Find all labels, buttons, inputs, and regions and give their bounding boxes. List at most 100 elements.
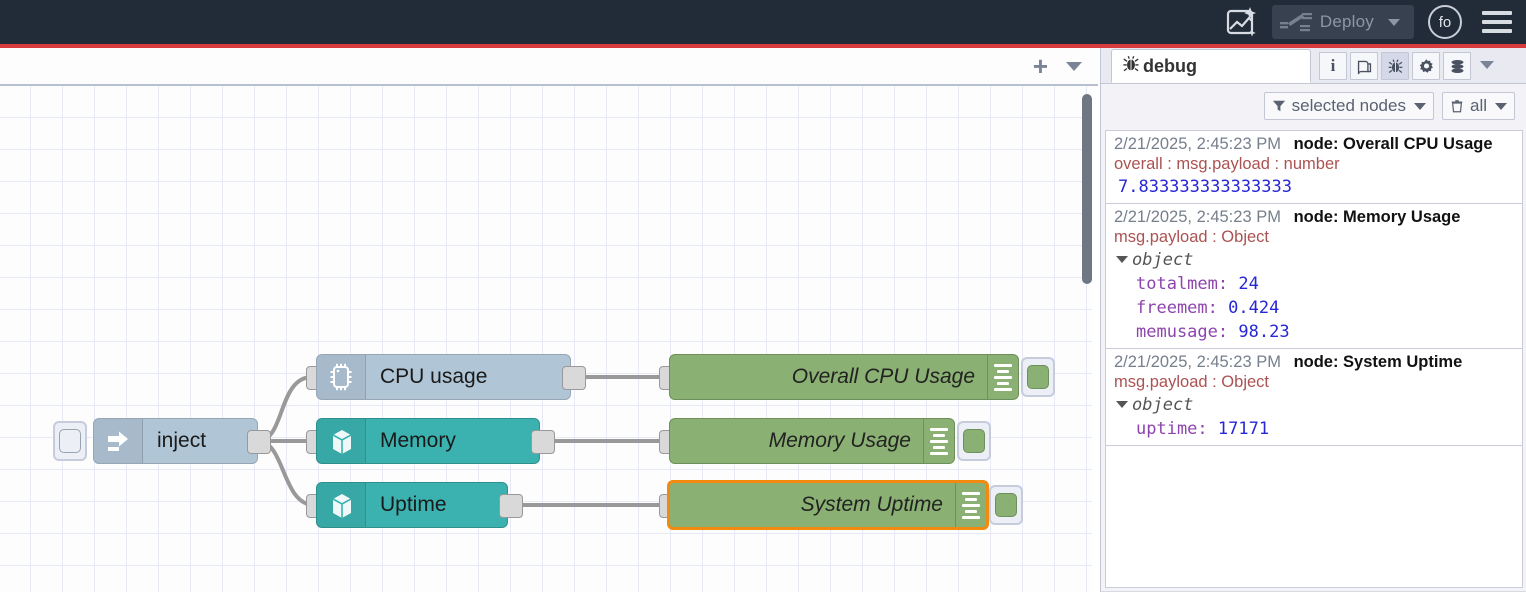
- node-label: CPU usage: [380, 365, 488, 388]
- node-uptime[interactable]: Uptime: [316, 482, 508, 528]
- debug-message[interactable]: 2/21/2025, 2:45:23 PM node: Overall CPU …: [1106, 131, 1522, 204]
- debug-message-header: 2/21/2025, 2:45:23 PM node: Overall CPU …: [1114, 135, 1516, 154]
- hamburger-line: [1482, 11, 1512, 15]
- cpu-chip-icon: [317, 355, 366, 399]
- header-accent-bar: [0, 44, 1526, 48]
- node-debug-overall-cpu-usage[interactable]: Overall CPU Usage: [669, 354, 1019, 400]
- debug-message-node: node: Memory Usage: [1293, 208, 1461, 226]
- node-cpu-usage[interactable]: CPU usage: [316, 354, 571, 400]
- output-port[interactable]: [247, 430, 271, 454]
- triangle-down-icon[interactable]: [1116, 256, 1128, 263]
- canvas-scrollbar-thumb[interactable]: [1082, 94, 1092, 284]
- debug-message-header: 2/21/2025, 2:45:23 PM node: System Uptim…: [1114, 353, 1516, 372]
- node-debug-system-uptime[interactable]: System Uptime: [667, 480, 989, 530]
- chevron-down-icon[interactable]: [1495, 102, 1507, 110]
- output-port[interactable]: [531, 430, 555, 454]
- trash-icon: [1450, 99, 1464, 114]
- chevron-down-icon[interactable]: [1066, 61, 1082, 71]
- debug-toggle-button[interactable]: [1021, 357, 1055, 397]
- debug-message-header: 2/21/2025, 2:45:23 PM node: Memory Usage: [1114, 208, 1516, 227]
- debug-toggle-button[interactable]: [957, 421, 991, 461]
- debug-message-value: 7.833333333333333: [1118, 177, 1292, 197]
- flow-canvas[interactable]: inject: [0, 86, 1098, 592]
- debug-lines-icon: [923, 419, 954, 463]
- inject-trigger-button[interactable]: [53, 421, 87, 461]
- node-inject[interactable]: inject: [93, 418, 258, 464]
- filter-selected-nodes-button[interactable]: selected nodes: [1263, 92, 1434, 120]
- node-label: Memory Usage: [768, 429, 911, 452]
- bug-icon[interactable]: [1381, 52, 1409, 80]
- chevron-down-icon[interactable]: [1480, 61, 1494, 69]
- debug-message[interactable]: 2/21/2025, 2:45:23 PM node: System Uptim…: [1106, 349, 1522, 446]
- tab-debug-label: debug: [1143, 55, 1197, 76]
- object-property-row: freemem: 0.424: [1136, 298, 1280, 318]
- node-label: Overall CPU Usage: [791, 365, 975, 388]
- debug-toggle-inner: [995, 493, 1017, 517]
- library-icon[interactable]: [1350, 52, 1378, 80]
- debug-message[interactable]: 2/21/2025, 2:45:23 PM node: Memory Usage…: [1106, 204, 1522, 349]
- hamburger-line: [1482, 20, 1512, 24]
- object-label: object: [1132, 395, 1194, 415]
- output-port[interactable]: [499, 494, 523, 518]
- tab-debug[interactable]: debug: [1111, 49, 1311, 83]
- object-label: object: [1132, 250, 1194, 270]
- object-property-row: memusage: 98.23: [1136, 322, 1290, 342]
- object-value: 17171: [1217, 419, 1270, 439]
- image-sparkle-icon[interactable]: [1222, 5, 1262, 39]
- add-flow-button[interactable]: +: [1032, 51, 1048, 81]
- object-key: freemem: [1136, 298, 1208, 318]
- object-value: 98.23: [1238, 322, 1290, 342]
- object-key: totalmem: [1136, 274, 1218, 294]
- inject-button-inner: [59, 429, 81, 453]
- sidebar: debug i: [1100, 48, 1526, 592]
- object-expander[interactable]: object: [1116, 395, 1516, 415]
- funnel-icon: [1272, 99, 1286, 113]
- node-memory[interactable]: Memory: [316, 418, 540, 464]
- avatar[interactable]: fo: [1428, 5, 1462, 39]
- object-expander[interactable]: object: [1116, 250, 1516, 270]
- triangle-down-icon[interactable]: [1116, 401, 1128, 408]
- object-key: uptime: [1136, 419, 1198, 439]
- gear-icon[interactable]: [1412, 52, 1440, 80]
- workspace: +: [0, 48, 1098, 592]
- clear-all-label: all: [1469, 96, 1487, 115]
- object-value: 24: [1238, 274, 1259, 294]
- info-icon[interactable]: i: [1319, 52, 1347, 80]
- debug-message-node: node: System Uptime: [1293, 353, 1463, 371]
- clear-all-button[interactable]: all: [1441, 92, 1515, 120]
- server-box-icon: [317, 419, 366, 463]
- chevron-down-icon[interactable]: [1413, 102, 1426, 110]
- node-debug-memory-usage[interactable]: Memory Usage: [669, 418, 955, 464]
- context-data-icon[interactable]: [1443, 52, 1471, 80]
- debug-message-time: 2/21/2025, 2:45:23 PM: [1114, 135, 1281, 153]
- object-value: 0.424: [1228, 298, 1280, 318]
- debug-toggle-button[interactable]: [989, 485, 1023, 525]
- node-label: Memory: [380, 429, 456, 452]
- bug-icon: [1122, 55, 1140, 78]
- sidebar-tab-row: debug i: [1101, 48, 1526, 84]
- output-port[interactable]: [562, 366, 586, 390]
- top-header-bar: Deploy fo: [0, 0, 1526, 44]
- debug-lines-icon: [987, 355, 1018, 399]
- filter-selected-nodes-label: selected nodes: [1291, 96, 1406, 115]
- node-label: System Uptime: [800, 493, 943, 516]
- chevron-down-icon[interactable]: [1388, 18, 1400, 26]
- canvas-right-gutter: [1092, 86, 1098, 592]
- deploy-button[interactable]: Deploy: [1271, 5, 1414, 39]
- sidebar-icon-group: i: [1319, 52, 1494, 80]
- object-property-row: uptime: 17171: [1136, 419, 1270, 439]
- object-key: memusage: [1136, 322, 1218, 342]
- hamburger-menu-icon[interactable]: [1482, 9, 1512, 35]
- hamburger-line: [1482, 29, 1512, 33]
- debug-message-node: node: Overall CPU Usage: [1293, 135, 1493, 153]
- debug-filter-row: selected nodes all: [1101, 84, 1526, 128]
- object-property-row: totalmem: 24: [1136, 274, 1259, 294]
- debug-message-topic: overall : msg.payload : number: [1114, 155, 1340, 173]
- node-label: inject: [157, 429, 207, 452]
- debug-message-time: 2/21/2025, 2:45:23 PM: [1114, 353, 1281, 371]
- arrow-right-icon: [94, 419, 143, 463]
- debug-lines-icon: [955, 483, 986, 527]
- debug-message-topic: msg.payload : Object: [1114, 373, 1269, 391]
- debug-message-list[interactable]: 2/21/2025, 2:45:23 PM node: Overall CPU …: [1105, 130, 1523, 588]
